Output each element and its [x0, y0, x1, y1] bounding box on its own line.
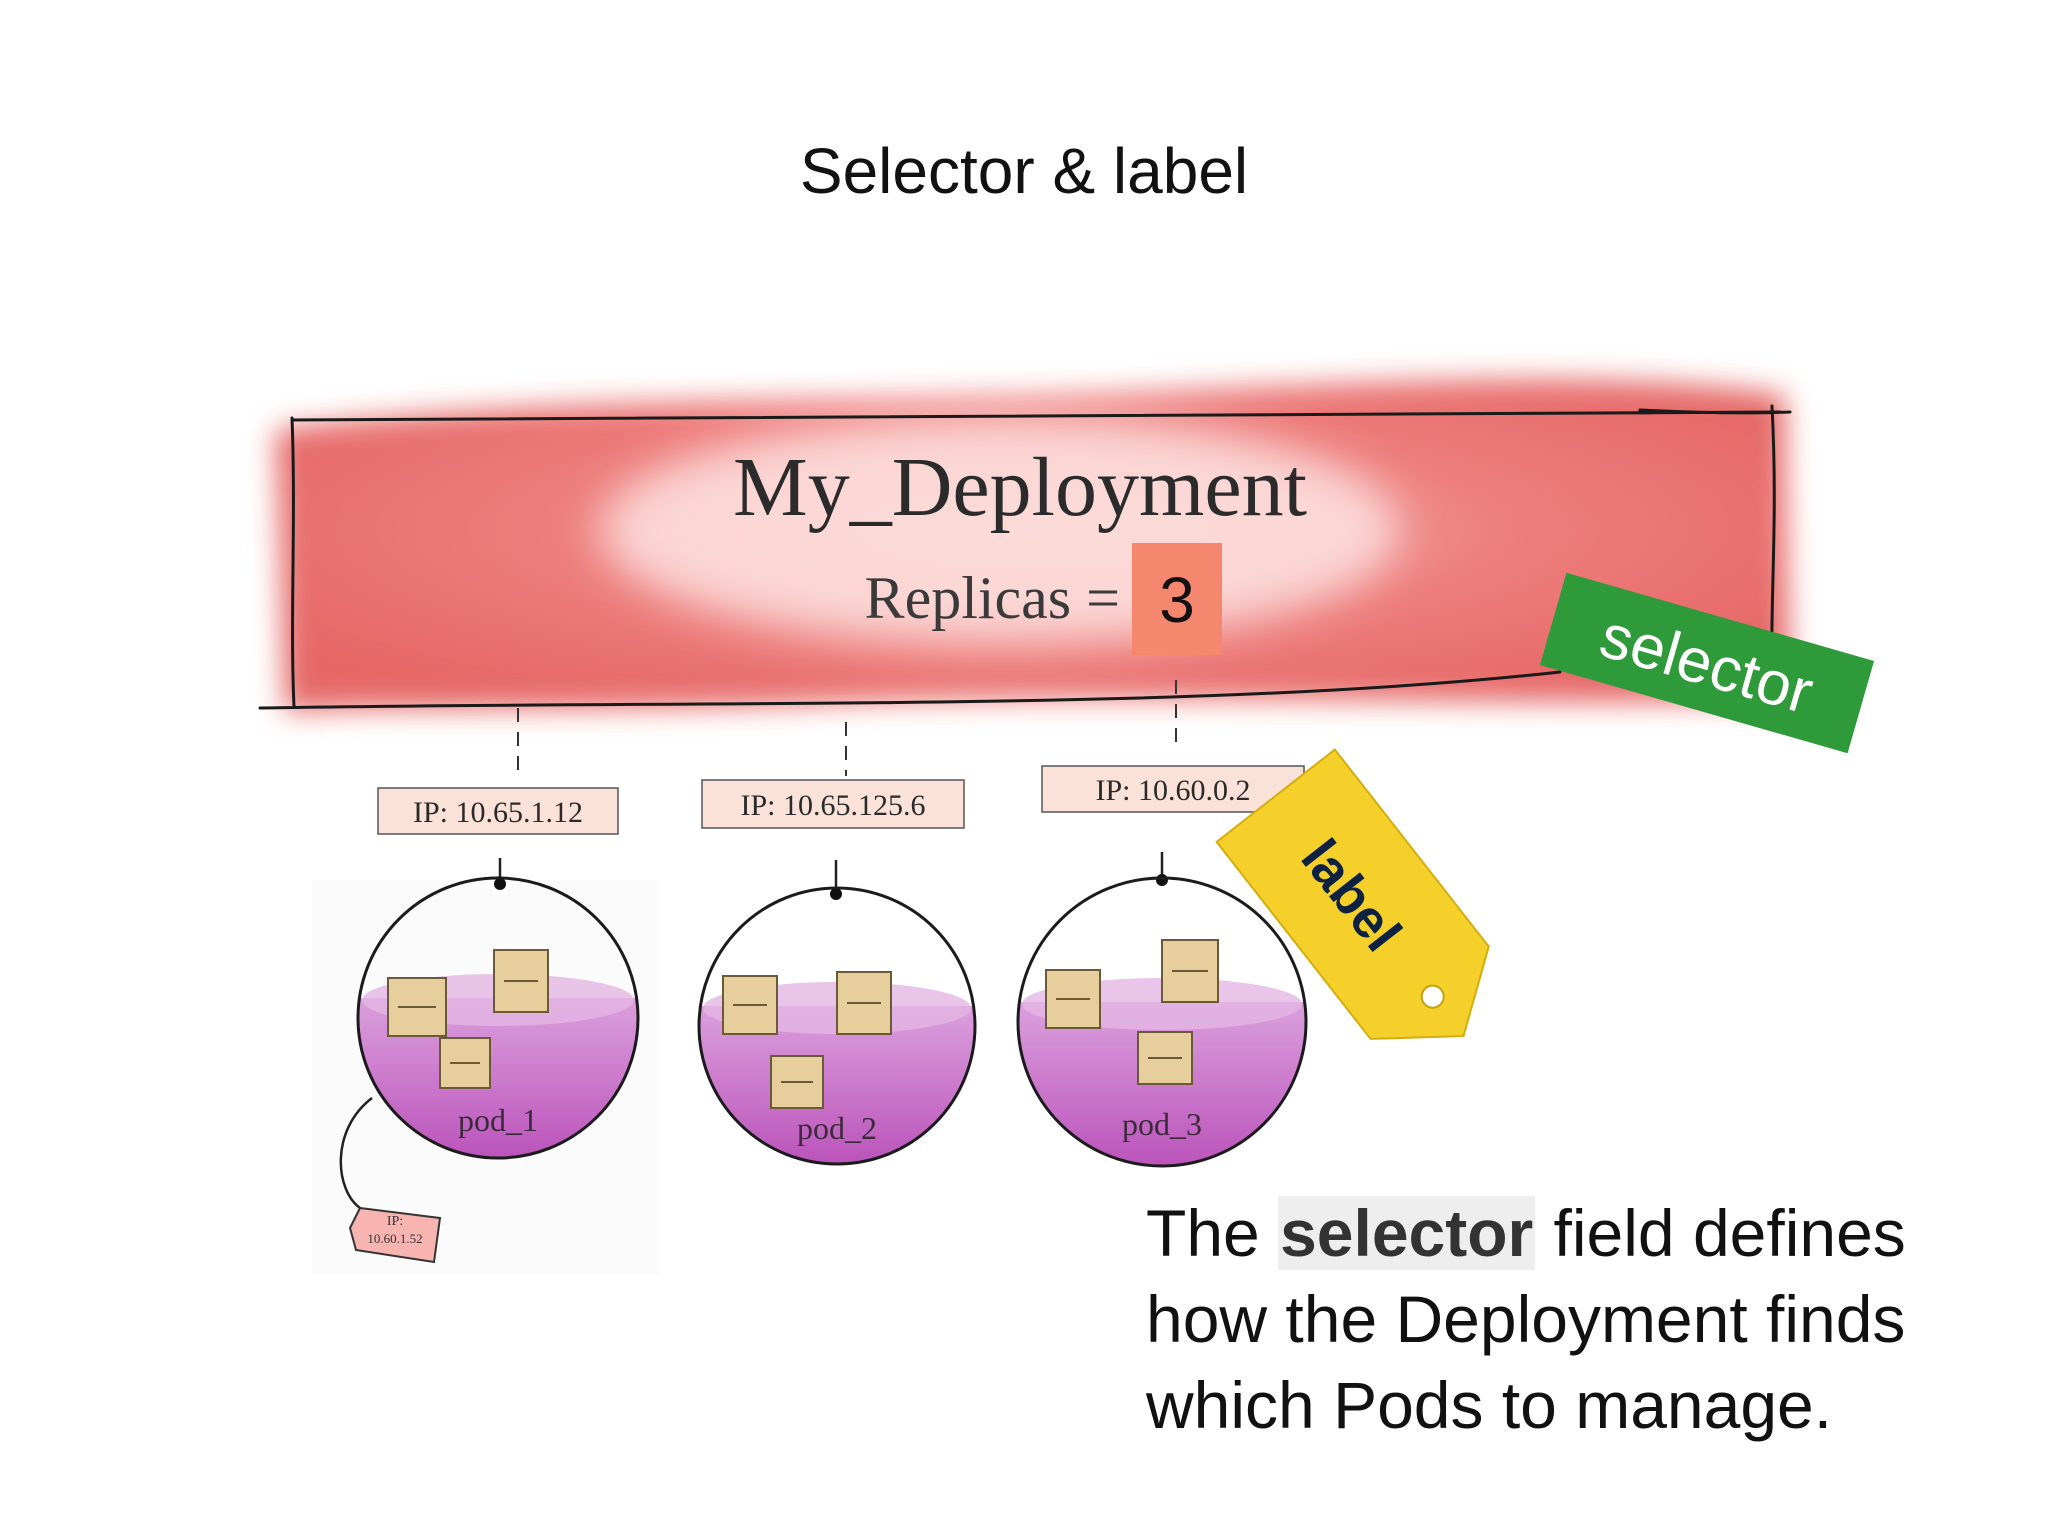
replicas-box — [1132, 543, 1222, 655]
pod-knot — [1156, 874, 1168, 886]
connector-lines — [517, 680, 1177, 780]
pod-ip-label: IP: 10.60.0.2 — [1095, 774, 1250, 807]
pod-ip-label: IP: 10.65.1.12 — [413, 796, 583, 829]
deployment-title: My_Deployment — [733, 441, 1307, 534]
pod-name: pod_1 — [458, 1102, 538, 1138]
caption-before: The — [1146, 1196, 1279, 1270]
pod-ip-box — [701, 779, 965, 829]
caption-after: field defines how the Deployment finds w… — [1146, 1196, 1906, 1442]
selector-tag-body — [1539, 572, 1875, 754]
pod-ip-label: IP: 10.65.125.6 — [740, 789, 925, 822]
label-tag-hole — [1420, 984, 1445, 1009]
pod-sphere-outline — [1016, 876, 1308, 1168]
replicas-label: Replicas = — [865, 565, 1120, 631]
label-tag: label — [1215, 748, 1490, 1040]
slide-title: Selector & label — [799, 135, 1249, 207]
tag-line2: 10.60.1.52 — [367, 1231, 422, 1246]
pod-sphere-outline — [356, 876, 640, 1160]
pod-name: pod_2 — [797, 1110, 877, 1146]
tag-body — [348, 1206, 442, 1264]
caption: The selector field defines how the Deplo… — [1146, 1190, 2026, 1448]
caption-highlight: selector — [1278, 1196, 1536, 1270]
pod-ip-box — [1041, 765, 1305, 813]
deployment-box: My_Deployment Replicas = 3 — [258, 379, 1792, 712]
tag-string — [339, 1097, 373, 1210]
pod-name: pod_3 — [1122, 1106, 1202, 1142]
label-tag-body — [1215, 748, 1490, 1040]
tag-line1: IP: — [387, 1214, 403, 1229]
pod-ip-box — [377, 787, 619, 835]
pod: IP: 10.65.125.6 pod_2 — [697, 779, 977, 1166]
pod1-hanging-tag: IP: 10.60.1.52 — [339, 1097, 442, 1264]
replicas-value: 3 — [1159, 564, 1195, 636]
deployment-outline — [258, 404, 1792, 710]
pod-knot — [830, 888, 842, 900]
pod-sphere-outline — [697, 886, 977, 1166]
pod-knot — [494, 878, 506, 890]
